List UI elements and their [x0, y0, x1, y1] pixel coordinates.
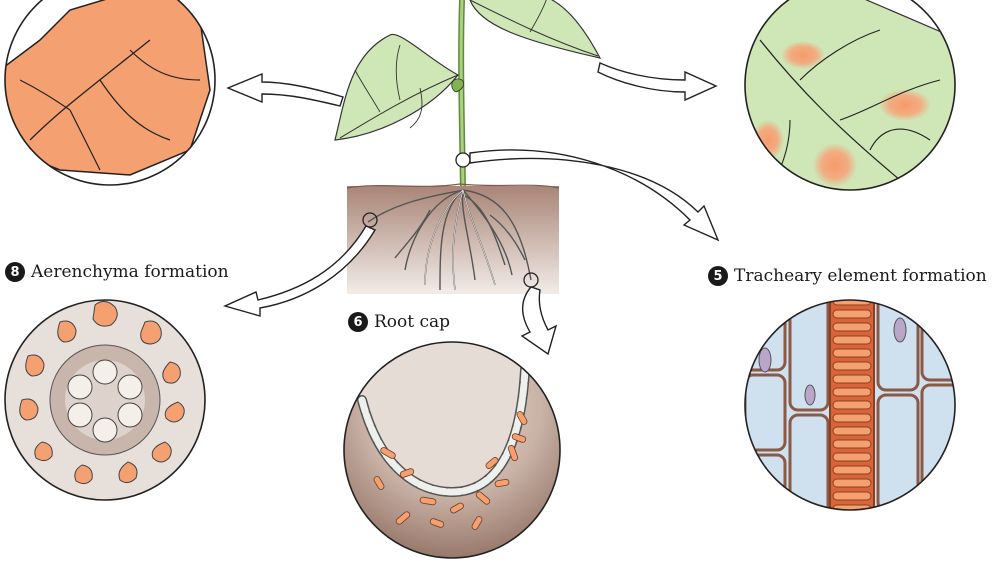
tracheary-label-text: Tracheary element formation: [734, 266, 987, 286]
arrows: [222, 62, 720, 356]
aerenchyma-circle: [4, 299, 206, 501]
step-number-badge: 8: [5, 262, 25, 282]
arrow-to-aerenchyma: [222, 225, 377, 317]
arrow-to-hr-lesions: [597, 62, 718, 102]
tracheary-label: 5 Tracheary element formation: [708, 266, 987, 286]
root-cap-label: 6 Root cap: [348, 312, 450, 332]
senescent-leaf-circle: [4, 0, 216, 186]
tracheary-element-circle: [744, 299, 956, 511]
aerenchyma-label: 8 Aerenchyma formation: [5, 262, 229, 282]
step-number-badge: 5: [708, 266, 728, 286]
arrow-to-senescent-leaf: [226, 72, 344, 107]
arrow-to-root-cap: [520, 286, 558, 356]
step-number-badge: 6: [348, 312, 368, 332]
hypersensitive-response-circle: [744, 0, 956, 191]
arrow-to-tracheary: [469, 149, 720, 242]
root-cap-label-text: Root cap: [374, 312, 451, 332]
plant-illustration: [334, 0, 602, 294]
aerenchyma-label-text: Aerenchyma formation: [31, 262, 229, 282]
root-cap-circle: [343, 341, 561, 559]
